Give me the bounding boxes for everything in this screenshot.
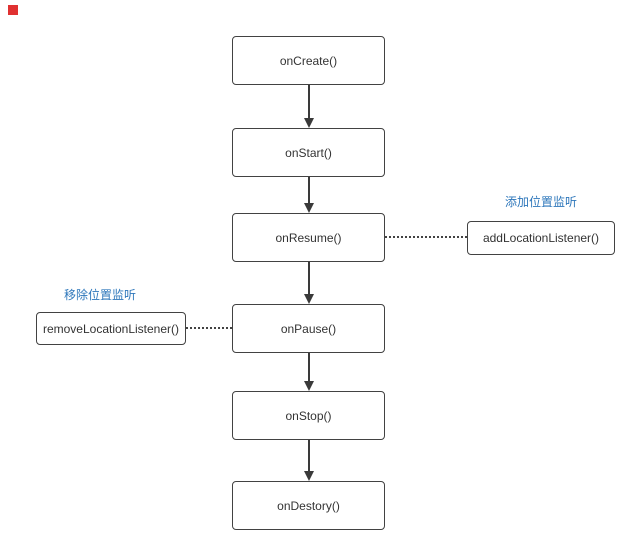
- caption-add-location-listener: 添加位置监听: [504, 195, 577, 209]
- connector-stop-destory: [307, 440, 310, 473]
- node-addlocationlistener-label: addLocationListener(): [482, 231, 600, 245]
- node-removelocationlistener-label: removeLocationListener(): [42, 321, 180, 336]
- arrowhead-start-resume: [303, 203, 314, 213]
- connector-pause-stop: [307, 353, 310, 383]
- arrowhead-pause-stop: [303, 381, 314, 391]
- node-oncreate-label: onCreate(): [279, 53, 338, 68]
- node-onstart: onStart(): [232, 128, 385, 177]
- connector-create-start: [307, 85, 310, 120]
- dotted-connector-remove-pause: [186, 327, 232, 329]
- connector-start-resume: [307, 177, 310, 205]
- node-onpause-label: onPause(): [280, 321, 337, 336]
- node-ondestory-label: onDestory(): [277, 498, 340, 513]
- caption-remove-location-listener: 移除位置监听: [63, 288, 136, 302]
- arrowhead-create-start: [303, 118, 314, 128]
- node-onresume: onResume(): [232, 213, 385, 262]
- node-removelocationlistener: removeLocationListener(): [36, 312, 186, 345]
- arrowhead-stop-destory: [303, 471, 314, 481]
- node-ondestory: onDestory(): [232, 481, 385, 530]
- node-onresume-label: onResume(): [275, 230, 342, 245]
- node-onstart-label: onStart(): [285, 145, 332, 160]
- dotted-connector-resume-add: [385, 236, 467, 238]
- connector-resume-pause: [307, 262, 310, 296]
- node-onpause: onPause(): [232, 304, 385, 353]
- node-oncreate: onCreate(): [232, 36, 385, 85]
- node-addlocationlistener: addLocationListener(): [467, 221, 615, 255]
- node-onstop-label: onStop(): [285, 408, 332, 423]
- red-corner-marker: [8, 5, 18, 15]
- arrowhead-resume-pause: [303, 294, 314, 304]
- node-onstop: onStop(): [232, 391, 385, 440]
